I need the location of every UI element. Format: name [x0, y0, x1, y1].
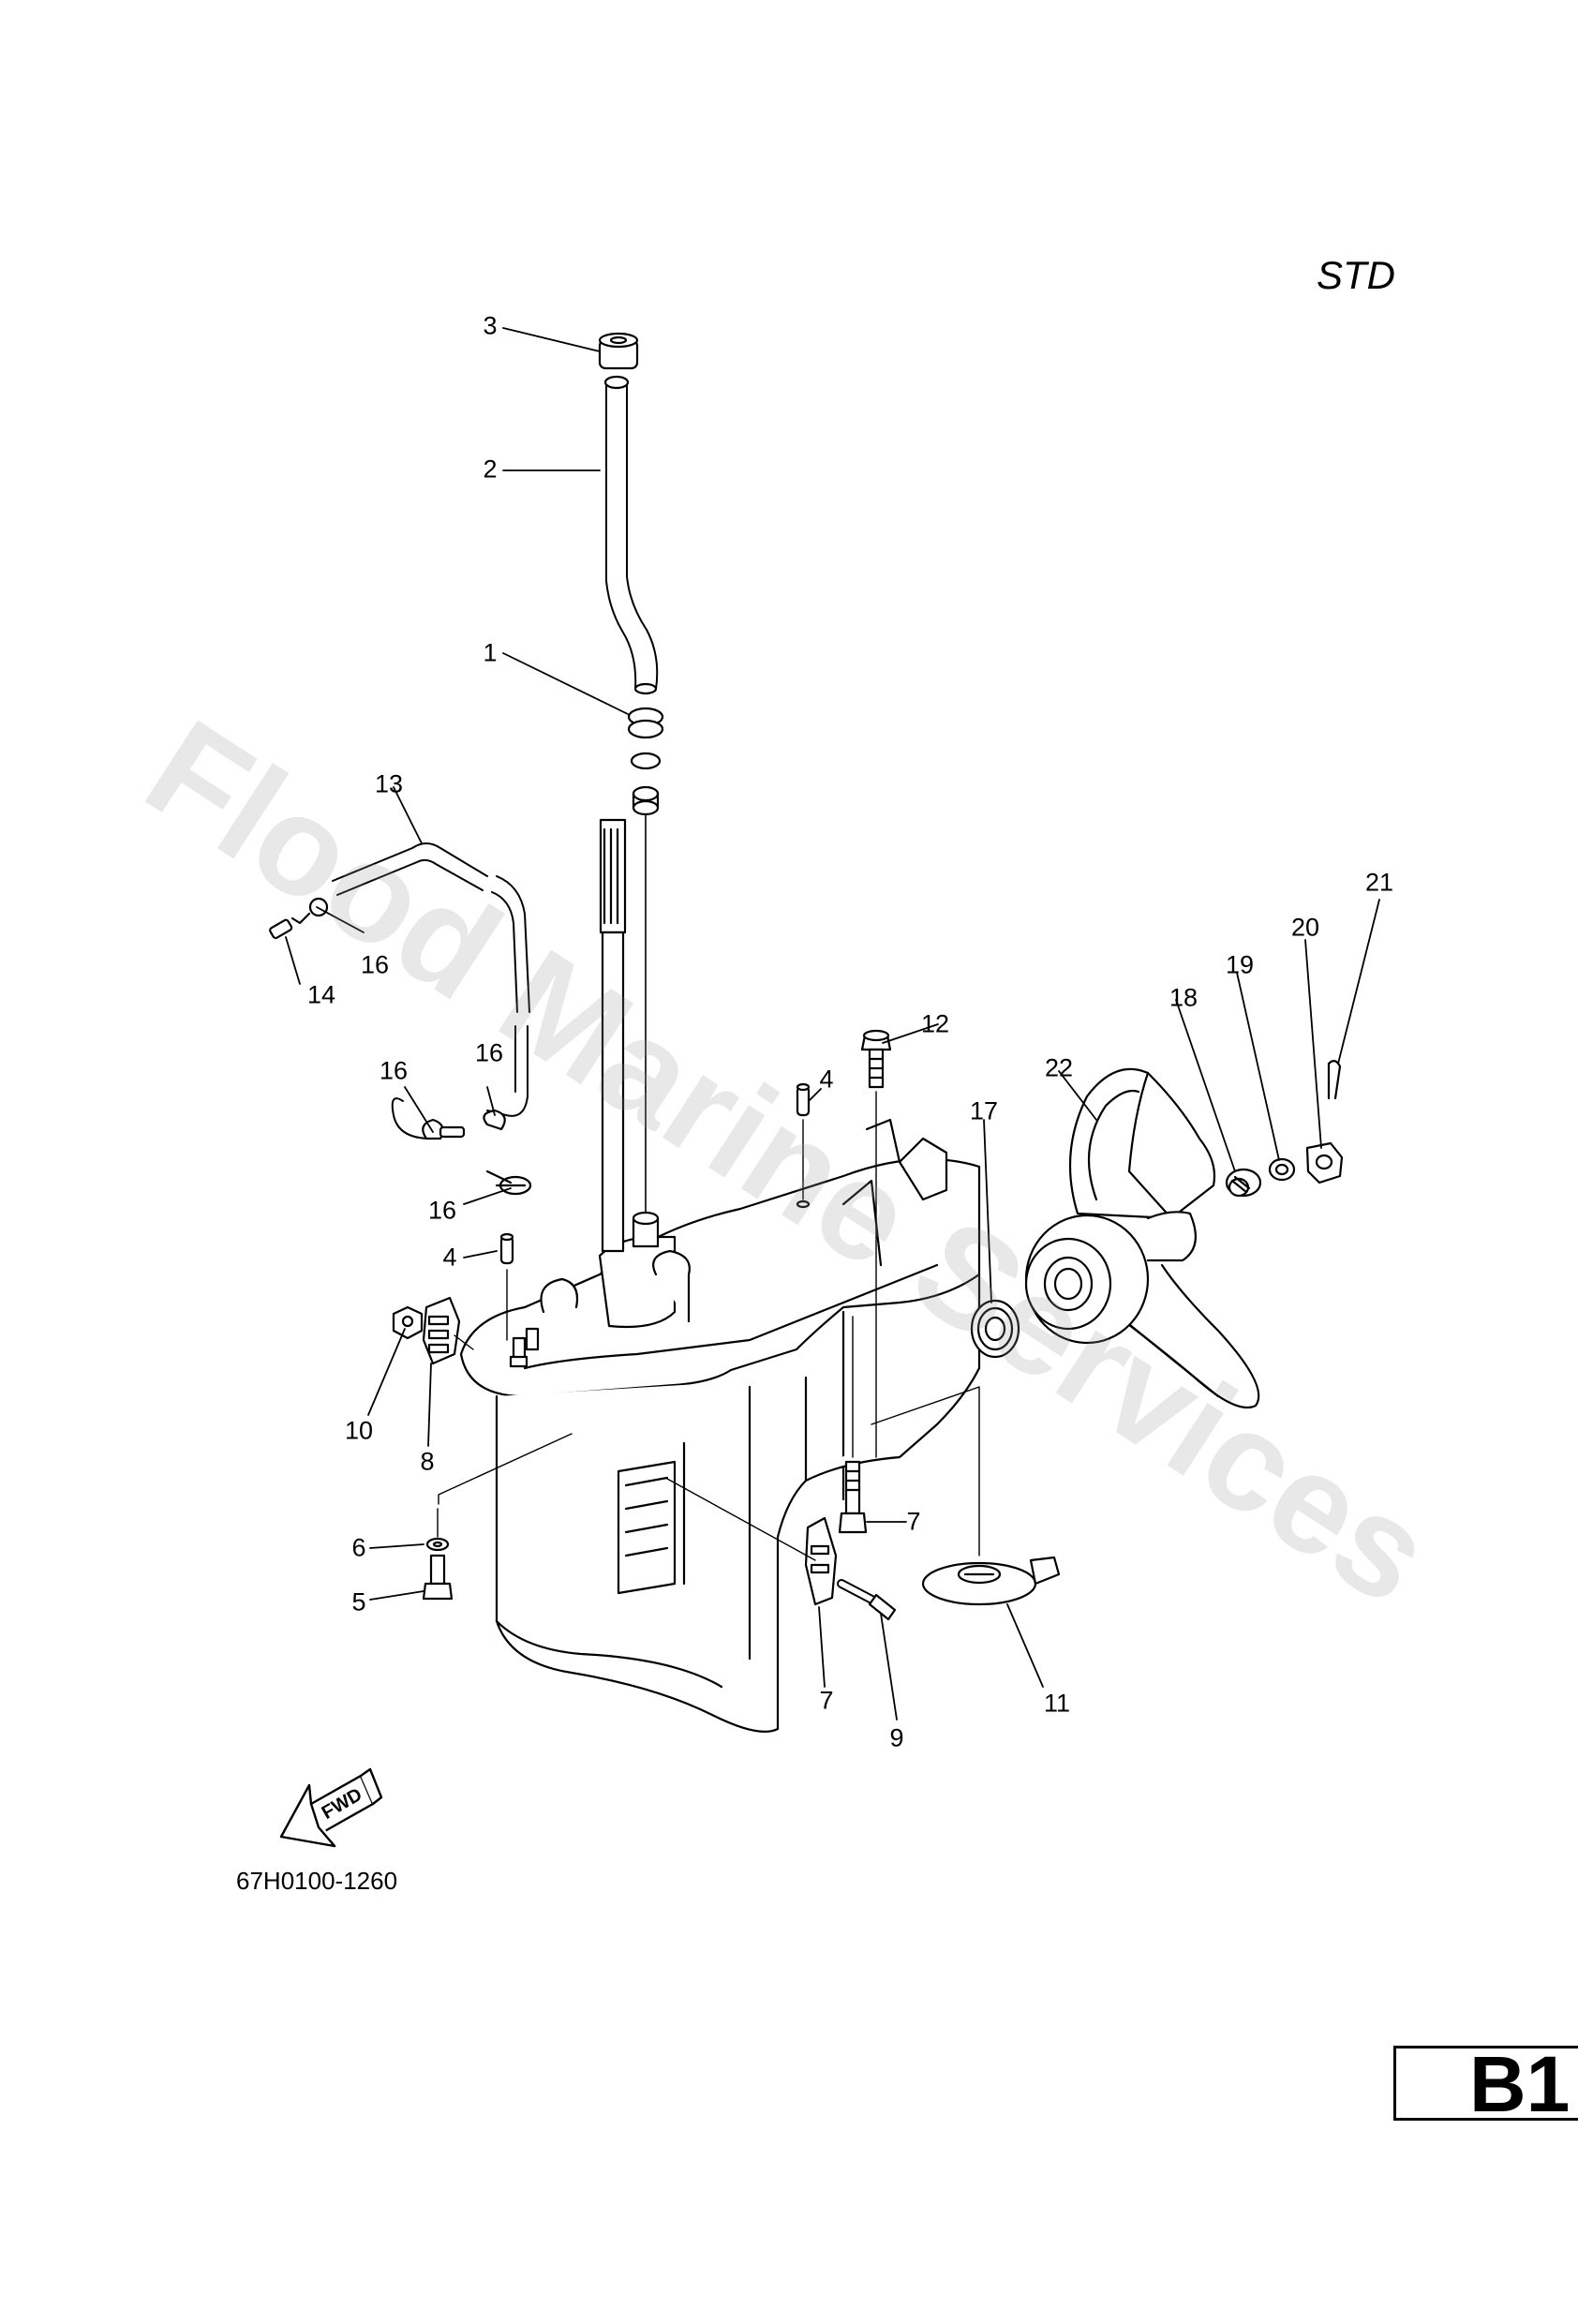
callout-14: 13	[374, 769, 404, 798]
callout-11: 10	[344, 1416, 374, 1445]
page-code: B1	[1469, 2040, 1571, 2128]
callout-12: 11	[1043, 1689, 1071, 1718]
page-code-box: B1	[1393, 2040, 1578, 2128]
callout-16-a: 16	[360, 950, 390, 979]
callout-15: 14	[306, 980, 336, 1009]
callout-10: 9	[889, 1723, 904, 1752]
callout-13: 12	[920, 1009, 950, 1038]
lower-casing	[459, 1118, 981, 1733]
variant-label: STD	[1317, 253, 1395, 297]
callout-5: 5	[351, 1587, 366, 1616]
callout-8: 7	[819, 1686, 834, 1715]
water-tube-grommet	[598, 332, 639, 370]
callout-19: 19	[1225, 950, 1255, 979]
callout-2: 2	[483, 454, 498, 484]
hose-clamps	[269, 897, 532, 1196]
callout-18: 18	[1169, 983, 1198, 1012]
thrust-washer	[970, 1299, 1020, 1359]
callout-16-b: 16	[379, 1056, 409, 1085]
callout-16-d: 16	[427, 1196, 457, 1225]
water-tube-seal	[627, 707, 664, 816]
callout-20: 20	[1290, 913, 1320, 942]
callout-4-a: 4	[442, 1243, 457, 1272]
callout-6: 6	[351, 1533, 366, 1562]
callout-17: 17	[969, 1096, 999, 1125]
brackets	[422, 1296, 838, 1606]
housing-bolts	[509, 1327, 540, 1368]
water-tube	[603, 375, 659, 695]
callout-3: 3	[483, 311, 498, 340]
callout-1: 1	[483, 638, 498, 667]
bolts	[392, 1029, 897, 1621]
casing-guide	[438, 1433, 573, 1505]
prop-hardware	[1225, 1060, 1344, 1198]
propeller	[1024, 1067, 1260, 1409]
bracket-8-guide	[666, 1478, 816, 1561]
water-tube-guide	[632, 1211, 660, 1248]
callout-9: 8	[420, 1447, 435, 1476]
bracket-9-guide	[454, 1334, 474, 1350]
callout-22: 22	[1044, 1053, 1074, 1082]
callout-7: 7	[906, 1507, 921, 1536]
callout-4-b: 4	[819, 1065, 834, 1094]
callout-21: 21	[1364, 868, 1394, 897]
drive-shaft	[599, 818, 627, 1253]
part-number: 67H0100-1260	[236, 1867, 398, 1895]
leader-lines	[285, 327, 1380, 1721]
dowel-pins	[499, 1082, 811, 1265]
anode-guide	[871, 1386, 980, 1557]
fwd-arrow	[279, 1767, 383, 1848]
anode	[921, 1556, 1061, 1606]
callout-16-c: 16	[474, 1038, 504, 1067]
hose	[332, 842, 530, 1140]
